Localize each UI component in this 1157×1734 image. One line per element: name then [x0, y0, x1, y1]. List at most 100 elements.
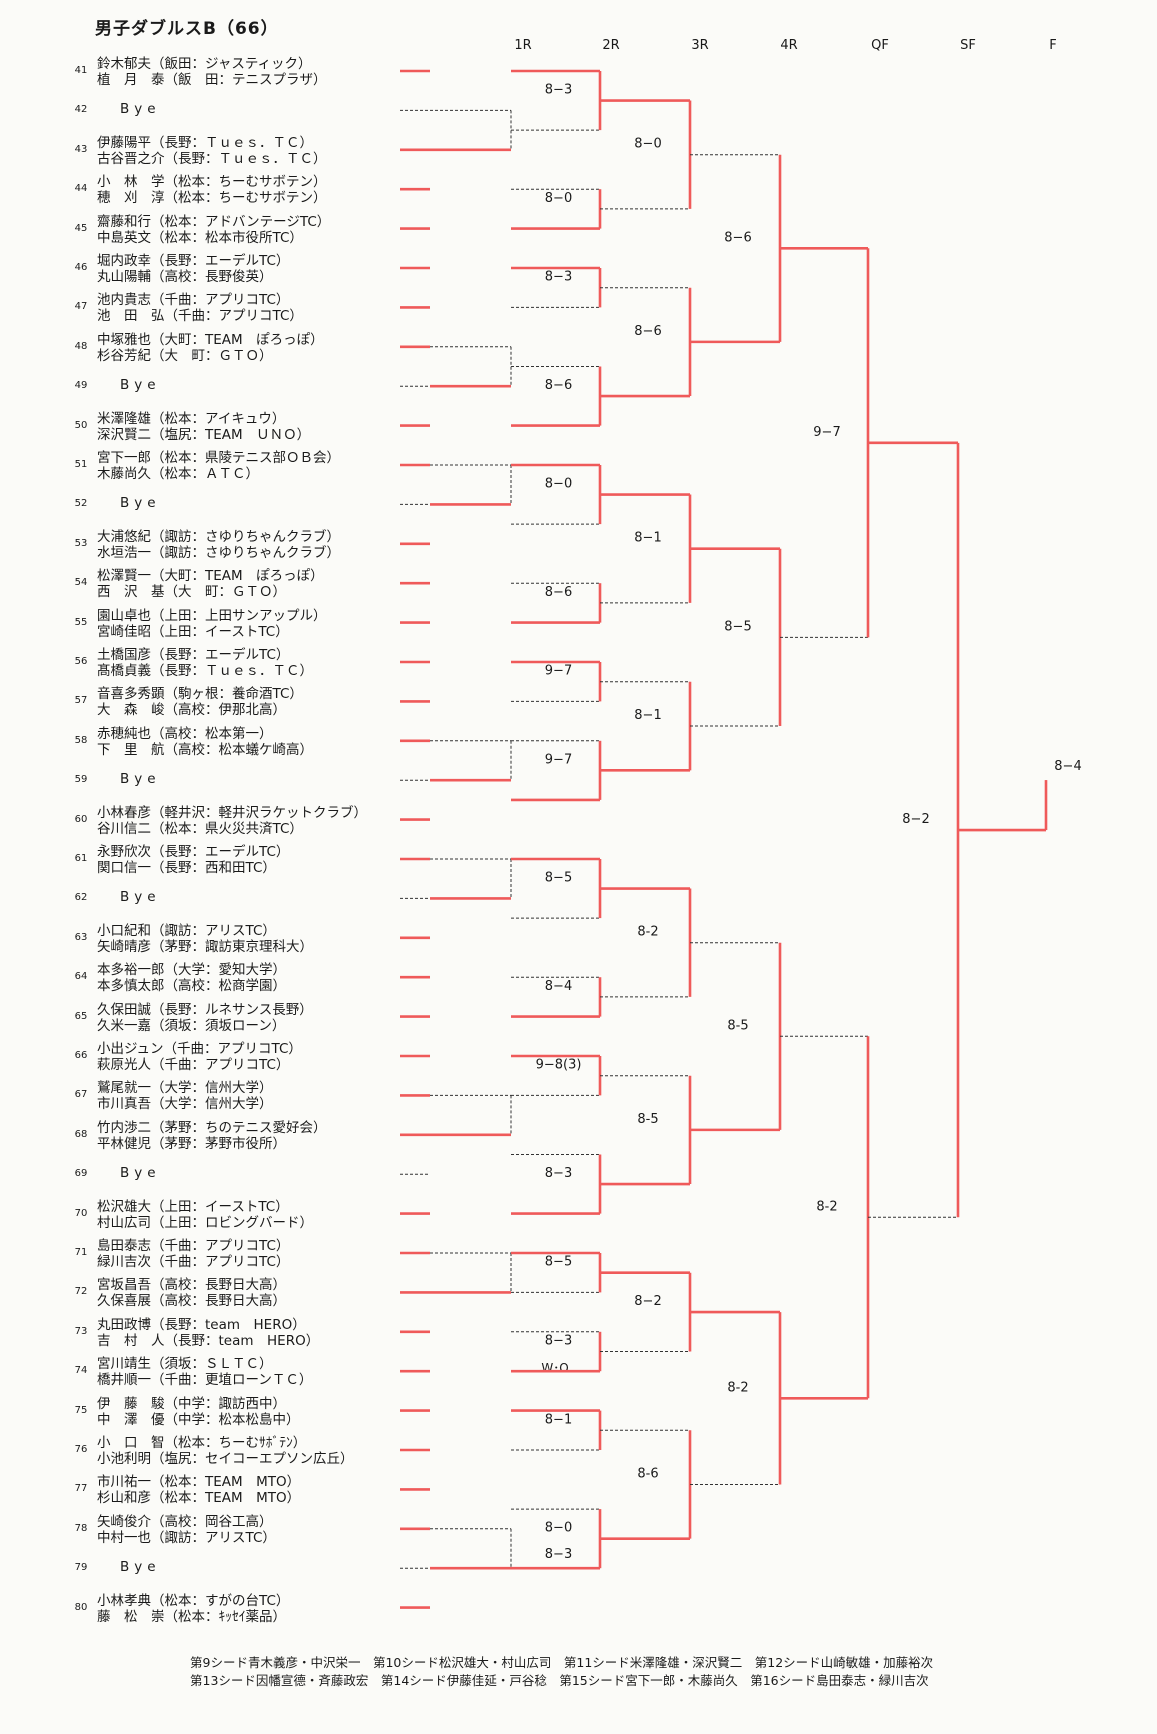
player-name: 本多裕一郎（大学：愛知大学） — [97, 962, 286, 979]
bye-label: Bye — [120, 101, 161, 118]
match-score: 8−1 — [545, 1412, 572, 1427]
draw-number: 59 — [74, 774, 88, 786]
player-name: 鈴木郁夫（飯田：ジャスティック） — [97, 56, 312, 72]
player-name: 小 林 学（松本：ちーむサボテン） — [97, 174, 327, 191]
round-header-2r: 2R — [602, 38, 620, 53]
player-name: 水垣浩一（諏訪：さゆりちゃんクラブ） — [97, 544, 340, 561]
match-score: 8−5 — [545, 1255, 572, 1270]
player-name: 竹内渉二（茅野：ちのテニス愛好会） — [97, 1119, 327, 1136]
player-name: 堀内政幸（長野：エーデルTC） — [97, 253, 290, 269]
draw-number: 57 — [74, 695, 88, 707]
bye-label: Bye — [120, 1165, 161, 1182]
player-name: 池 田 弘（千曲：アプリコTC） — [97, 308, 303, 325]
draw-number: 70 — [74, 1207, 88, 1219]
player-name: 平林健児（茅野：茅野市役所） — [97, 1135, 286, 1152]
draw-number: 49 — [74, 380, 88, 392]
draw-number: 61 — [74, 853, 88, 864]
bye-label: Bye — [120, 495, 161, 512]
draw-number: 48 — [74, 340, 88, 352]
player-name: 矢崎俊介（高校：岡谷工高） — [97, 1513, 273, 1530]
draw-number: 56 — [74, 656, 88, 667]
match-score: 8−3 — [545, 270, 572, 285]
match-score: 9−7 — [545, 752, 572, 767]
player-name: 本多慎太郎（高校：松商学園） — [97, 978, 286, 995]
player-name: 深沢賢二（塩尻：TEAM ＵＮＯ） — [97, 426, 311, 443]
player-name: 小池利明（塩尻：セイコーエプソン広丘） — [97, 1451, 354, 1467]
player-name: 矢崎晴彦（茅野：諏訪東京理科大） — [97, 938, 313, 955]
player-name: 永野欣次（長野：エーデルTC） — [97, 844, 290, 860]
player-name: 中島英文（松本：松本市役所TC） — [97, 229, 303, 246]
bye-label: Bye — [120, 1559, 161, 1576]
player-name: 宮坂昌吾（高校：長野日大高） — [97, 1277, 286, 1294]
match-score: 8−6 — [545, 585, 572, 600]
player-name: 緑川吉次（千曲：アプリコTC） — [97, 1254, 290, 1270]
draw-number: 62 — [74, 892, 88, 904]
match-score: 9−7 — [545, 664, 572, 679]
draw-number: 68 — [74, 1128, 88, 1140]
match-score: 8−0 — [634, 137, 661, 152]
match-score: 8−3 — [545, 1334, 572, 1349]
player-name: 中村一也（諏訪：アリスTC） — [97, 1529, 276, 1546]
player-name: 小林孝典（松本：すがの台TC） — [97, 1592, 290, 1609]
seed-footnote-line-1: 第9シード青木義彦・中沢栄一 第10シード松沢雄大・村山広司 第11シード米澤隆… — [190, 1655, 934, 1670]
player-name: 小口紀和（諏訪：アリスTC） — [97, 922, 276, 939]
round-header-sf: SF — [960, 38, 976, 53]
draw-number: 42 — [74, 104, 88, 116]
match-score: 8−1 — [634, 708, 661, 723]
player-name: 米澤隆雄（松本：アイキュウ） — [97, 410, 286, 427]
match-score: 8−3 — [545, 83, 572, 98]
draw-number: 46 — [74, 262, 88, 273]
player-name: 橋井順一（千曲：更埴ローンＴＣ） — [97, 1372, 313, 1389]
player-name: 市川真吾（大学：信州大学） — [97, 1096, 273, 1113]
round-header-1r: 1R — [514, 38, 532, 53]
page-title: 男子ダブルスB（66） — [95, 19, 279, 39]
round-header-f: F — [1049, 38, 1057, 53]
player-name: 久保喜展（高校：長野日大高） — [97, 1293, 286, 1310]
match-score: 8−2 — [634, 1294, 661, 1309]
match-score: 8-5 — [637, 1112, 658, 1127]
player-name: 萩原光人（千曲：アプリコTC） — [97, 1057, 290, 1073]
draw-number: 63 — [74, 931, 88, 943]
player-name: 音喜多秀顕（駒ヶ根：養命酒TC） — [97, 686, 303, 703]
match-score: 8−4 — [545, 979, 572, 994]
match-score: 8-2 — [727, 1380, 748, 1395]
player-name: 松沢雄大（上田：イーストTC） — [97, 1198, 289, 1215]
round-header-3r: 3R — [691, 38, 709, 53]
bye-label: Bye — [120, 889, 161, 906]
player-name: 下 里 航（高校：松本蟻ケ崎高） — [97, 741, 313, 758]
player-name: 杉谷芳紀（大 町：ＧＴＯ） — [97, 347, 273, 364]
match-score: 8−5 — [724, 619, 751, 634]
player-name: 藤 松 崇（松本：ｷｯｾｲ薬品） — [97, 1608, 286, 1625]
match-score: 8−6 — [634, 324, 661, 339]
player-name: 丸田政博（長野：team HERO） — [97, 1316, 306, 1333]
match-score: 8−4 — [1054, 759, 1081, 774]
player-name: 髙橋貞義（長野：Ｔｕｅｓ．ＴＣ） — [97, 663, 313, 679]
player-name: 中塚雅也（大町：TEAM ぽろっぽ） — [97, 331, 324, 348]
player-name: 宮崎佳昭（上田：イーストTC） — [97, 623, 289, 640]
draw-number: 74 — [74, 1365, 88, 1377]
draw-number: 51 — [74, 459, 88, 470]
match-score: 8−1 — [634, 531, 661, 546]
player-name: 市川祐一（松本：TEAM MTO） — [97, 1474, 301, 1491]
player-name: 谷川信二（松本：県火災共済TC） — [97, 820, 303, 837]
player-name: 久米一嘉（須坂：須坂ローン） — [97, 1017, 286, 1034]
player-name: 植 月 泰（飯 田：テニスプラザ） — [97, 72, 327, 88]
draw-number: 67 — [74, 1089, 88, 1101]
draw-number: 77 — [74, 1483, 88, 1495]
match-score: 8−5 — [545, 871, 572, 886]
player-name: 伊藤陽平（長野：Ｔｕｅｓ．ＴＣ） — [97, 134, 313, 151]
draw-number: 54 — [74, 577, 88, 589]
match-score: 8−3 — [545, 1547, 572, 1562]
draw-number: 53 — [74, 537, 88, 549]
match-score: 8−0 — [545, 477, 572, 492]
player-name: 大 森 峻（高校：伊那北高） — [97, 702, 286, 719]
draw-number: 72 — [74, 1286, 88, 1298]
player-name: 齋藤和行（松本：アドバンテージTC） — [97, 213, 331, 230]
draw-number: 71 — [74, 1247, 88, 1258]
player-name: 園山卓也（上田：上田サンアップル） — [97, 607, 327, 624]
draw-number: 52 — [74, 498, 88, 510]
draw-number: 79 — [74, 1562, 88, 1574]
player-name: 小出ジュン（千曲：アプリコTC） — [97, 1041, 302, 1057]
draw-number: 50 — [74, 419, 88, 431]
